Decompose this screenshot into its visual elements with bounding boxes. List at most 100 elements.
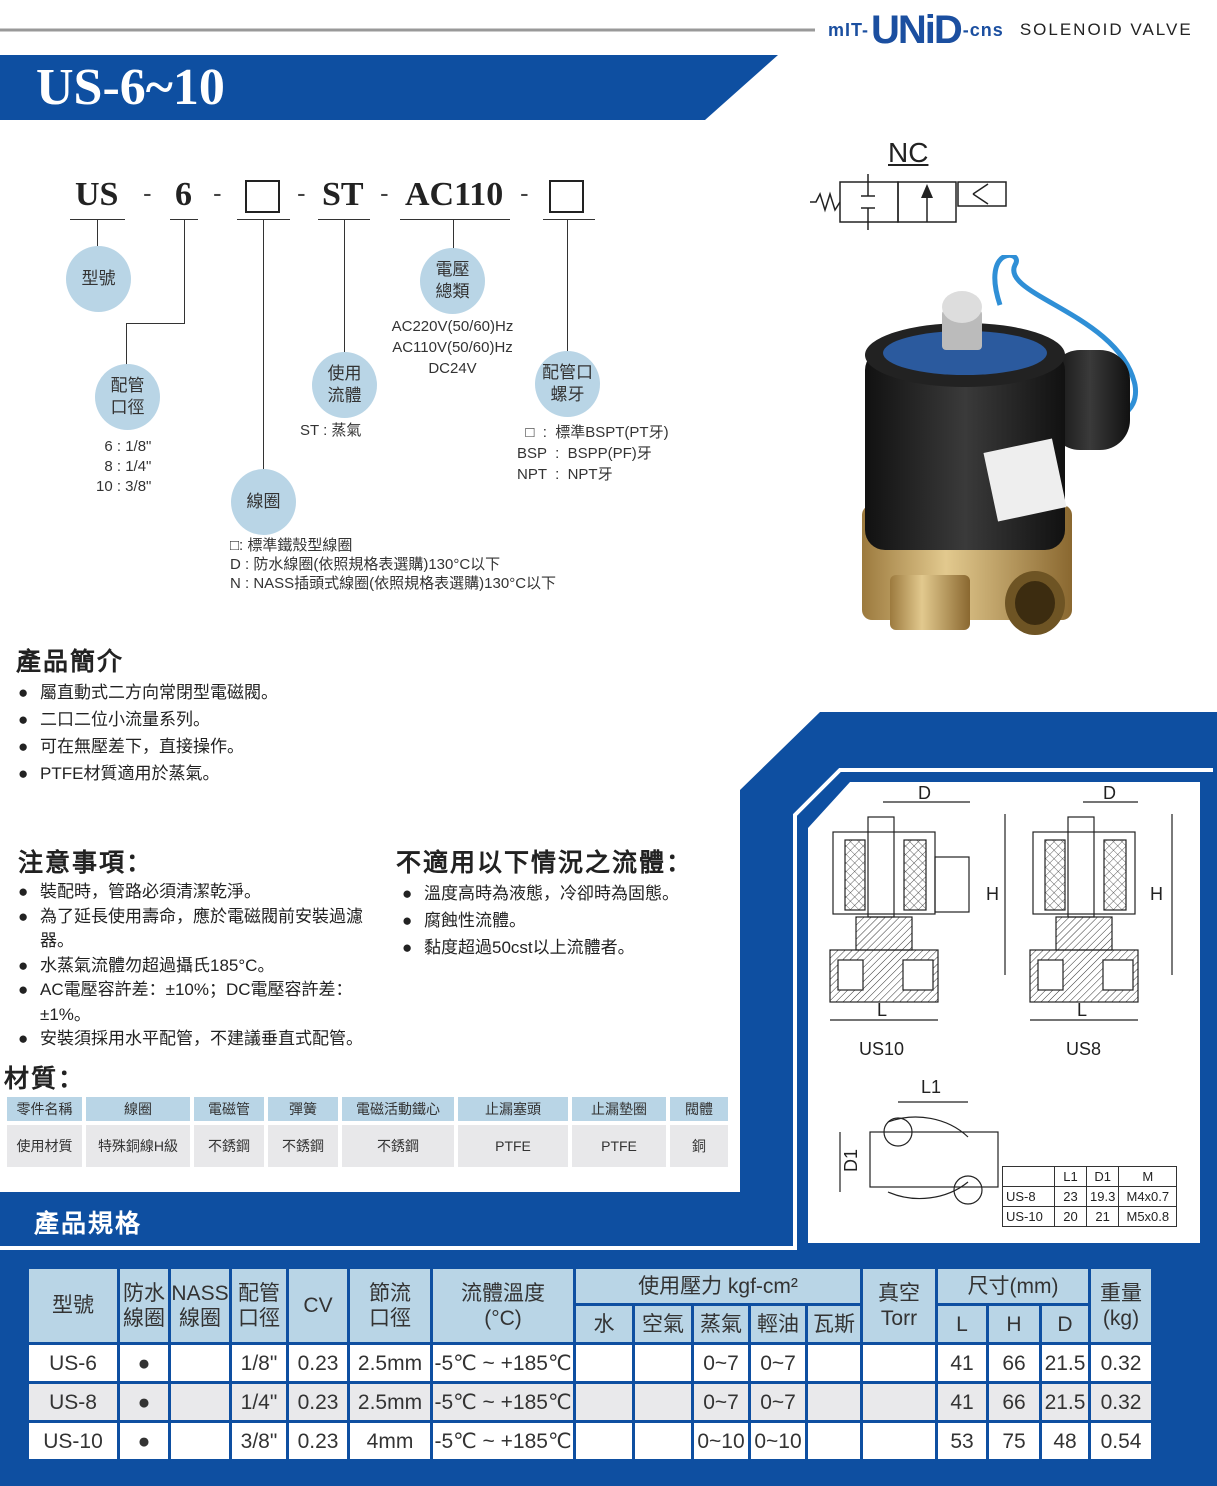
dim-label-d: D bbox=[1103, 783, 1116, 803]
intro-list: 屬直動式二方向常閉型電磁閥。 二口二位小流量系列。 可在無壓差下，直接操作。 P… bbox=[18, 679, 278, 787]
spec-cell bbox=[171, 1345, 229, 1381]
spec-subheader: 蒸氣 bbox=[694, 1306, 748, 1342]
materials-value-row: 使用材質 特殊銅線H級 不銹鋼 不銹鋼 不銹鋼 PTFE PTFE 銅 bbox=[7, 1125, 728, 1167]
thread-label: 配管口 螺牙 bbox=[542, 363, 593, 404]
spec-header: 節流 口徑 bbox=[350, 1269, 430, 1342]
spec-cell: 75 bbox=[989, 1423, 1039, 1459]
spec-cell: ● bbox=[120, 1384, 168, 1420]
unsuitable-item: 腐蝕性流體。 bbox=[402, 907, 679, 934]
dim-header: M bbox=[1118, 1166, 1178, 1187]
spec-cell: 4mm bbox=[350, 1423, 430, 1459]
mat-header: 止漏塞頭 bbox=[458, 1097, 568, 1121]
nc-valve-symbol bbox=[810, 174, 1007, 230]
spec-cell: ● bbox=[120, 1423, 168, 1459]
spec-header: 流體溫度 (°C) bbox=[433, 1269, 573, 1342]
dim-label-d1: D1 bbox=[841, 1148, 862, 1173]
mat-value: 特殊銅線H級 bbox=[86, 1125, 190, 1167]
intro-item: 二口二位小流量系列。 bbox=[18, 706, 278, 733]
size-options: 6 : 1/8" 8 : 1/4" 10 : 3/8" bbox=[96, 438, 152, 495]
code-size: 6 bbox=[175, 176, 192, 213]
spec-header: 真空 Torr bbox=[863, 1269, 935, 1342]
logo-prefix: mIT- bbox=[828, 19, 870, 40]
spec-header: NASS 線圈 bbox=[171, 1269, 229, 1342]
size-label: 配管 口徑 bbox=[110, 376, 145, 417]
spec-header-row: 型號 防水 線圈 NASS 線圈 配管 口徑 CV 節流 口徑 流體溫度 (°C… bbox=[29, 1269, 1151, 1342]
note-item: 安裝須採用水平配管，不建議垂直式配管。 bbox=[18, 1027, 438, 1052]
spec-title: 產品規格 bbox=[34, 1210, 143, 1238]
spec-subheader: 空氣 bbox=[635, 1306, 691, 1342]
code-dash: - bbox=[380, 178, 389, 208]
thread-label-circle: 配管口 螺牙 bbox=[535, 351, 600, 417]
spec-cell: 48 bbox=[1042, 1423, 1088, 1459]
dim-cell: US-10 bbox=[1002, 1206, 1055, 1227]
spec-cell: 3/8" bbox=[232, 1423, 286, 1459]
intro-item: 屬直動式二方向常閉型電磁閥。 bbox=[18, 679, 278, 706]
mat-header: 電磁活動鐵心 bbox=[342, 1097, 454, 1121]
spec-cell bbox=[171, 1423, 229, 1459]
mat-value: 不銹鋼 bbox=[268, 1125, 338, 1167]
spec-cell bbox=[863, 1423, 935, 1459]
notes-title: 注意事項： bbox=[18, 849, 154, 877]
unsuitable-item: 溫度高時為液態，冷卻時為固態。 bbox=[402, 880, 679, 907]
spec-cell: 0.32 bbox=[1091, 1384, 1151, 1420]
spec-cell bbox=[635, 1345, 691, 1381]
logo-suffix: -cns bbox=[962, 19, 1004, 40]
mat-value: 使用材質 bbox=[7, 1125, 82, 1167]
spec-cell: 41 bbox=[938, 1384, 986, 1420]
model-label: 型號 bbox=[81, 269, 116, 288]
spec-table: 型號 防水 線圈 NASS 線圈 配管 口徑 CV 節流 口徑 流體溫度 (°C… bbox=[26, 1266, 1154, 1462]
materials-header-row: 零件名稱 線圈 電磁管 彈簧 電磁活動鐵心 止漏塞頭 止漏墊圈 閥體 bbox=[7, 1097, 728, 1121]
spec-cell bbox=[635, 1384, 691, 1420]
code-dash: - bbox=[143, 178, 152, 208]
dim-cell: M4x0.7 bbox=[1118, 1186, 1178, 1207]
spec-subheader: L bbox=[938, 1306, 986, 1342]
spec-cell bbox=[863, 1345, 935, 1381]
spec-cell: 0.54 bbox=[1091, 1423, 1151, 1459]
size-label-circle: 配管 口徑 bbox=[95, 364, 160, 430]
spec-cell bbox=[635, 1423, 691, 1459]
code-coil-box bbox=[245, 180, 280, 213]
spec-cell: 53 bbox=[938, 1423, 986, 1459]
dim-label-l: L bbox=[1077, 1000, 1088, 1020]
intro-title: 產品簡介 bbox=[16, 648, 125, 676]
code-dash: - bbox=[213, 178, 222, 208]
spec-cell bbox=[576, 1423, 632, 1459]
voltage-label: 電壓 總類 bbox=[435, 260, 470, 301]
mat-header: 零件名稱 bbox=[7, 1097, 82, 1121]
spec-cell bbox=[808, 1423, 860, 1459]
voltage-options: AC220V(50/60)Hz AC110V(50/60)Hz DC24V bbox=[391, 318, 514, 377]
unsuitable-list: 溫度高時為液態，冷卻時為固態。 腐蝕性流體。 黏度超過50cst以上流體者。 bbox=[402, 880, 679, 961]
spec-header: 配管 口徑 bbox=[232, 1269, 286, 1342]
us8-label: US8 bbox=[1066, 1039, 1102, 1059]
spec-cell: -5℃ ~ +185℃ bbox=[433, 1345, 573, 1381]
materials-table: 零件名稱 線圈 電磁管 彈簧 電磁活動鐵心 止漏塞頭 止漏墊圈 閥體 使用材質 … bbox=[3, 1093, 732, 1171]
spec-subheader: 水 bbox=[576, 1306, 632, 1342]
spec-cell: 2.5mm bbox=[350, 1384, 430, 1420]
note-item: 水蒸氣流體勿超過攝氏185°C。 bbox=[18, 954, 373, 979]
logo-main: UNiD bbox=[871, 8, 963, 52]
spec-cell: US-10 bbox=[29, 1423, 117, 1459]
spec-cell: 21.5 bbox=[1042, 1345, 1088, 1381]
note-item: 裝配時，管路必須清潔乾淨。 bbox=[18, 880, 373, 905]
dim-label-h: H bbox=[986, 884, 999, 904]
spec-cell: 0~7 bbox=[694, 1384, 748, 1420]
dim-cell: 19.3 bbox=[1085, 1186, 1120, 1207]
spec-cell: 41 bbox=[938, 1345, 986, 1381]
spec-cell: -5℃ ~ +185℃ bbox=[433, 1423, 573, 1459]
us10-label: US10 bbox=[859, 1039, 905, 1059]
fluid-label-circle: 使用 流體 bbox=[312, 352, 377, 418]
spec-cell: 0.32 bbox=[1091, 1345, 1151, 1381]
code-thread-box bbox=[549, 180, 584, 213]
spec-cell: -5℃ ~ +185℃ bbox=[433, 1384, 573, 1420]
mat-header: 彈簧 bbox=[268, 1097, 338, 1121]
materials-title: 材質： bbox=[4, 1065, 86, 1093]
spec-cell: 21.5 bbox=[1042, 1384, 1088, 1420]
spec-subheader: H bbox=[989, 1306, 1039, 1342]
unsuitable-item: 黏度超過50cst以上流體者。 bbox=[402, 934, 679, 961]
spec-cell bbox=[576, 1384, 632, 1420]
intro-item: 可在無壓差下，直接操作。 bbox=[18, 733, 278, 760]
dim-cell: 23 bbox=[1054, 1186, 1087, 1207]
